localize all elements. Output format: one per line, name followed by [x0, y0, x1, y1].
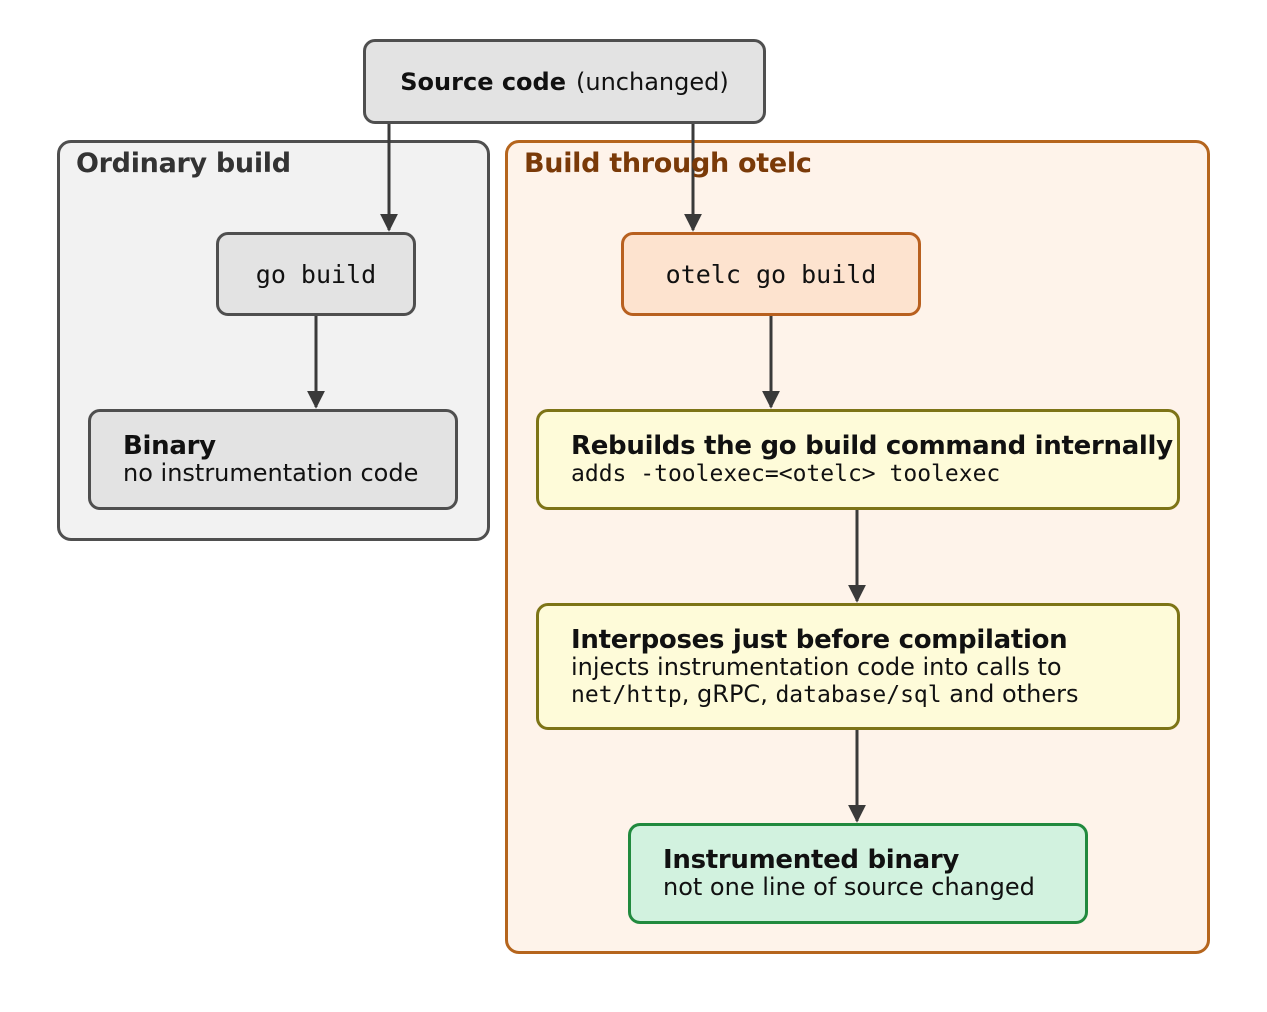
source-code-title: Source code	[400, 67, 566, 96]
otelc-go-build-command: otelc go build	[665, 259, 877, 289]
interpose-step-node: Interposes just before compilation injec…	[536, 603, 1180, 730]
packages-tail: and others	[941, 680, 1079, 708]
source-code-node: Source code (unchanged)	[363, 39, 766, 124]
rebuild-step-title: Rebuilds the go build command internally	[571, 431, 1173, 461]
rebuild-prefix: adds	[571, 461, 641, 487]
interpose-packages: net/http, gRPC, database/sql and others	[571, 681, 1177, 709]
package-net-http: net/http	[571, 682, 682, 708]
interpose-step-description: injects instrumentation code into calls …	[571, 653, 1062, 681]
interpose-step-title: Interposes just before compilation	[571, 625, 1068, 655]
otelc-build-title: Build through otelc	[524, 148, 812, 179]
package-database-sql: database/sql	[775, 682, 942, 708]
binary-title: Binary	[123, 431, 216, 461]
package-grpc: gRPC	[697, 680, 761, 708]
toolexec-flag: -toolexec=<otelc> toolexec	[640, 461, 1001, 487]
source-code-note: (unchanged)	[576, 67, 729, 96]
rebuild-step-node: Rebuilds the go build command internally…	[536, 409, 1180, 510]
package-separator: ,	[760, 680, 776, 708]
go-build-node: go build	[216, 232, 416, 316]
instrumented-binary-description: not one line of source changed	[663, 873, 1035, 901]
otelc-go-build-node: otelc go build	[621, 232, 921, 316]
instrumented-binary-title: Instrumented binary	[663, 845, 960, 875]
rebuild-step-description: adds -toolexec=<otelc> toolexec	[571, 460, 1177, 488]
package-separator: ,	[681, 680, 698, 708]
ordinary-build-title: Ordinary build	[76, 148, 291, 179]
binary-description: no instrumentation code	[123, 459, 419, 487]
go-build-command: go build	[255, 259, 377, 289]
binary-node: Binary no instrumentation code	[88, 409, 458, 510]
instrumented-binary-node: Instrumented binary not one line of sour…	[628, 823, 1088, 924]
